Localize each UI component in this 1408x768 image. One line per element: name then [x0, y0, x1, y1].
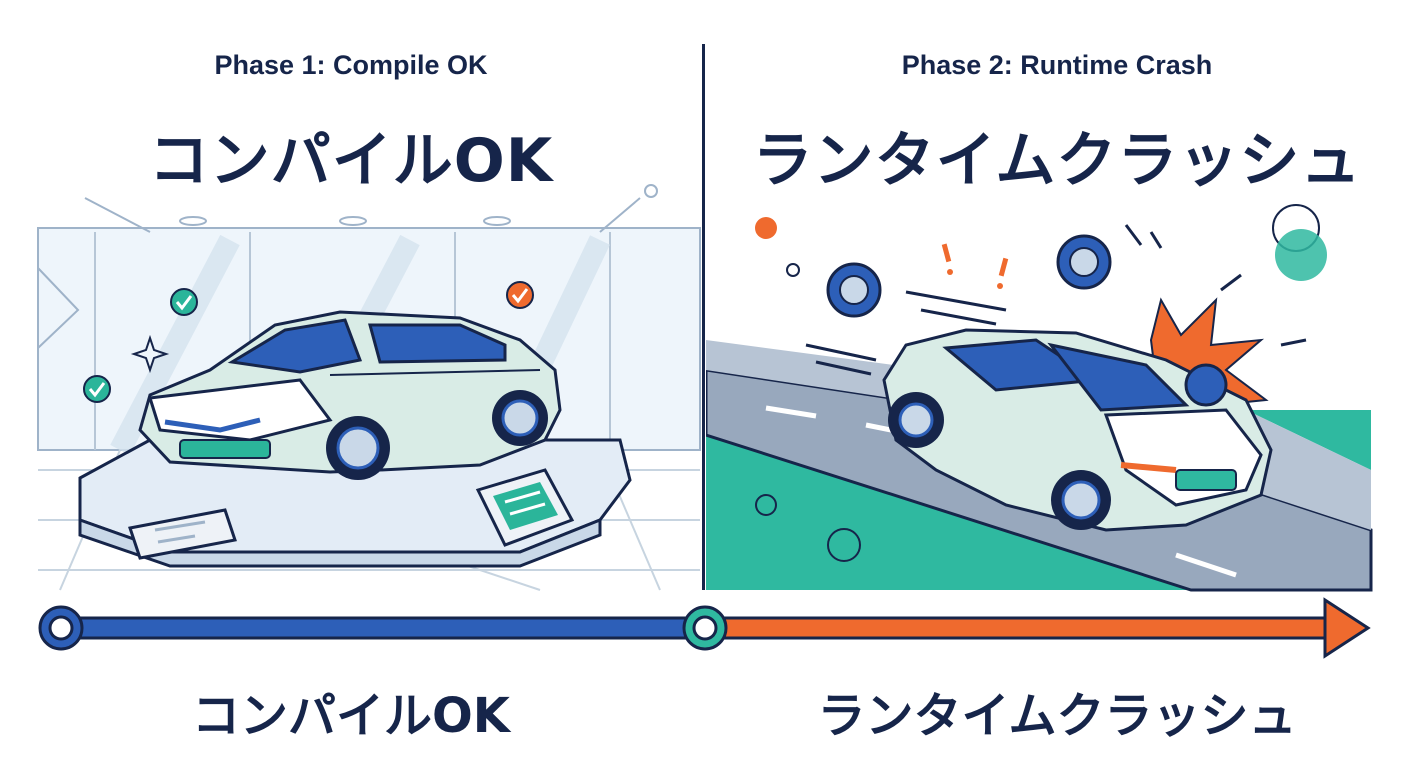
flying-wheel: [826, 262, 882, 318]
check-icon: [83, 375, 111, 403]
phase2-title: Phase 2: Runtime Crash: [901, 50, 1213, 80]
timeline-orange-segment: [703, 616, 1335, 640]
phase2-jp-title: ランタイムクラッシュ: [752, 126, 1362, 196]
timeline-arrow: [38, 597, 1371, 659]
flying-wheel: [1056, 234, 1112, 290]
crashing-car: [882, 328, 1273, 532]
info-sign-right: [475, 468, 575, 547]
phase1-bottom-label: コンパイルOK: [191, 688, 510, 744]
sedan-car: [138, 310, 562, 480]
check-icon: [506, 281, 534, 309]
check-icon: [170, 288, 198, 316]
panel-divider: [702, 44, 705, 590]
phase2-panel: Phase 2: Runtime Crash ランタイムクラッシュ: [706, 0, 1408, 600]
info-sign-left: [128, 508, 237, 560]
crash-scene: [706, 204, 1373, 592]
phase1-title: Phase 1: Compile OK: [214, 50, 488, 80]
timeline-start-node: [38, 605, 84, 651]
timeline-mid-node: [682, 605, 728, 651]
arrowhead-icon: [1323, 597, 1371, 659]
timeline-blue-segment: [58, 616, 707, 640]
phase1-panel: Phase 1: Compile OK コンパイルOK: [0, 0, 702, 600]
showroom-scene: [37, 184, 701, 591]
phase2-bottom-label: ランタイムクラッシュ: [817, 688, 1297, 744]
exclamation-icon: [941, 243, 1009, 289]
sparkle-icon: [130, 334, 170, 374]
phase1-jp-title: コンパイルOK: [148, 126, 554, 196]
